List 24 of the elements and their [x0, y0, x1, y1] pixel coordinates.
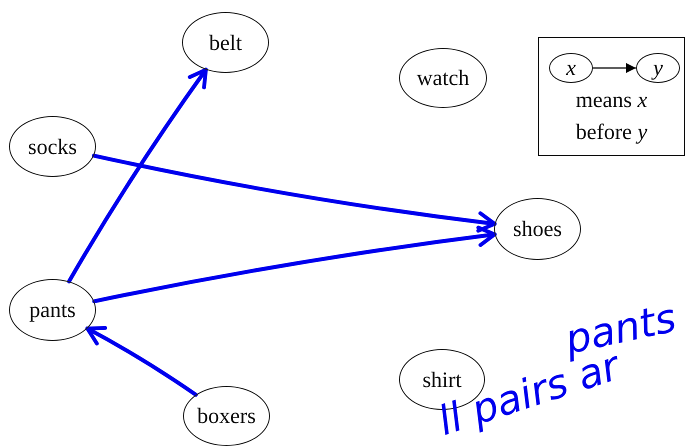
arrow: [67, 68, 208, 284]
node-ellipse: [399, 48, 487, 108]
node-label: socks: [28, 134, 77, 160]
node-ellipse: [636, 53, 680, 83]
node-ellipse: [9, 279, 96, 341]
arrow: [592, 63, 637, 73]
node-label: x: [566, 55, 576, 81]
node-ellipse: [9, 116, 96, 177]
node-label: y: [653, 55, 663, 81]
legend-text: means x before y: [574, 86, 648, 146]
node-label: boxers: [197, 403, 256, 429]
legend-box: [538, 37, 685, 156]
node-ellipse: [549, 53, 593, 83]
node-label: belt: [209, 30, 242, 56]
node-ellipse: [183, 386, 270, 446]
arrow: [85, 326, 198, 397]
node-ellipse: [182, 12, 269, 73]
arrow: [92, 154, 497, 233]
node-label: watch: [416, 65, 470, 91]
node-label: pants: [29, 297, 76, 323]
node-ellipse: [494, 198, 581, 260]
arrow: [92, 226, 497, 304]
node-label: shoes: [513, 216, 562, 242]
node-label: shirt: [422, 366, 462, 392]
